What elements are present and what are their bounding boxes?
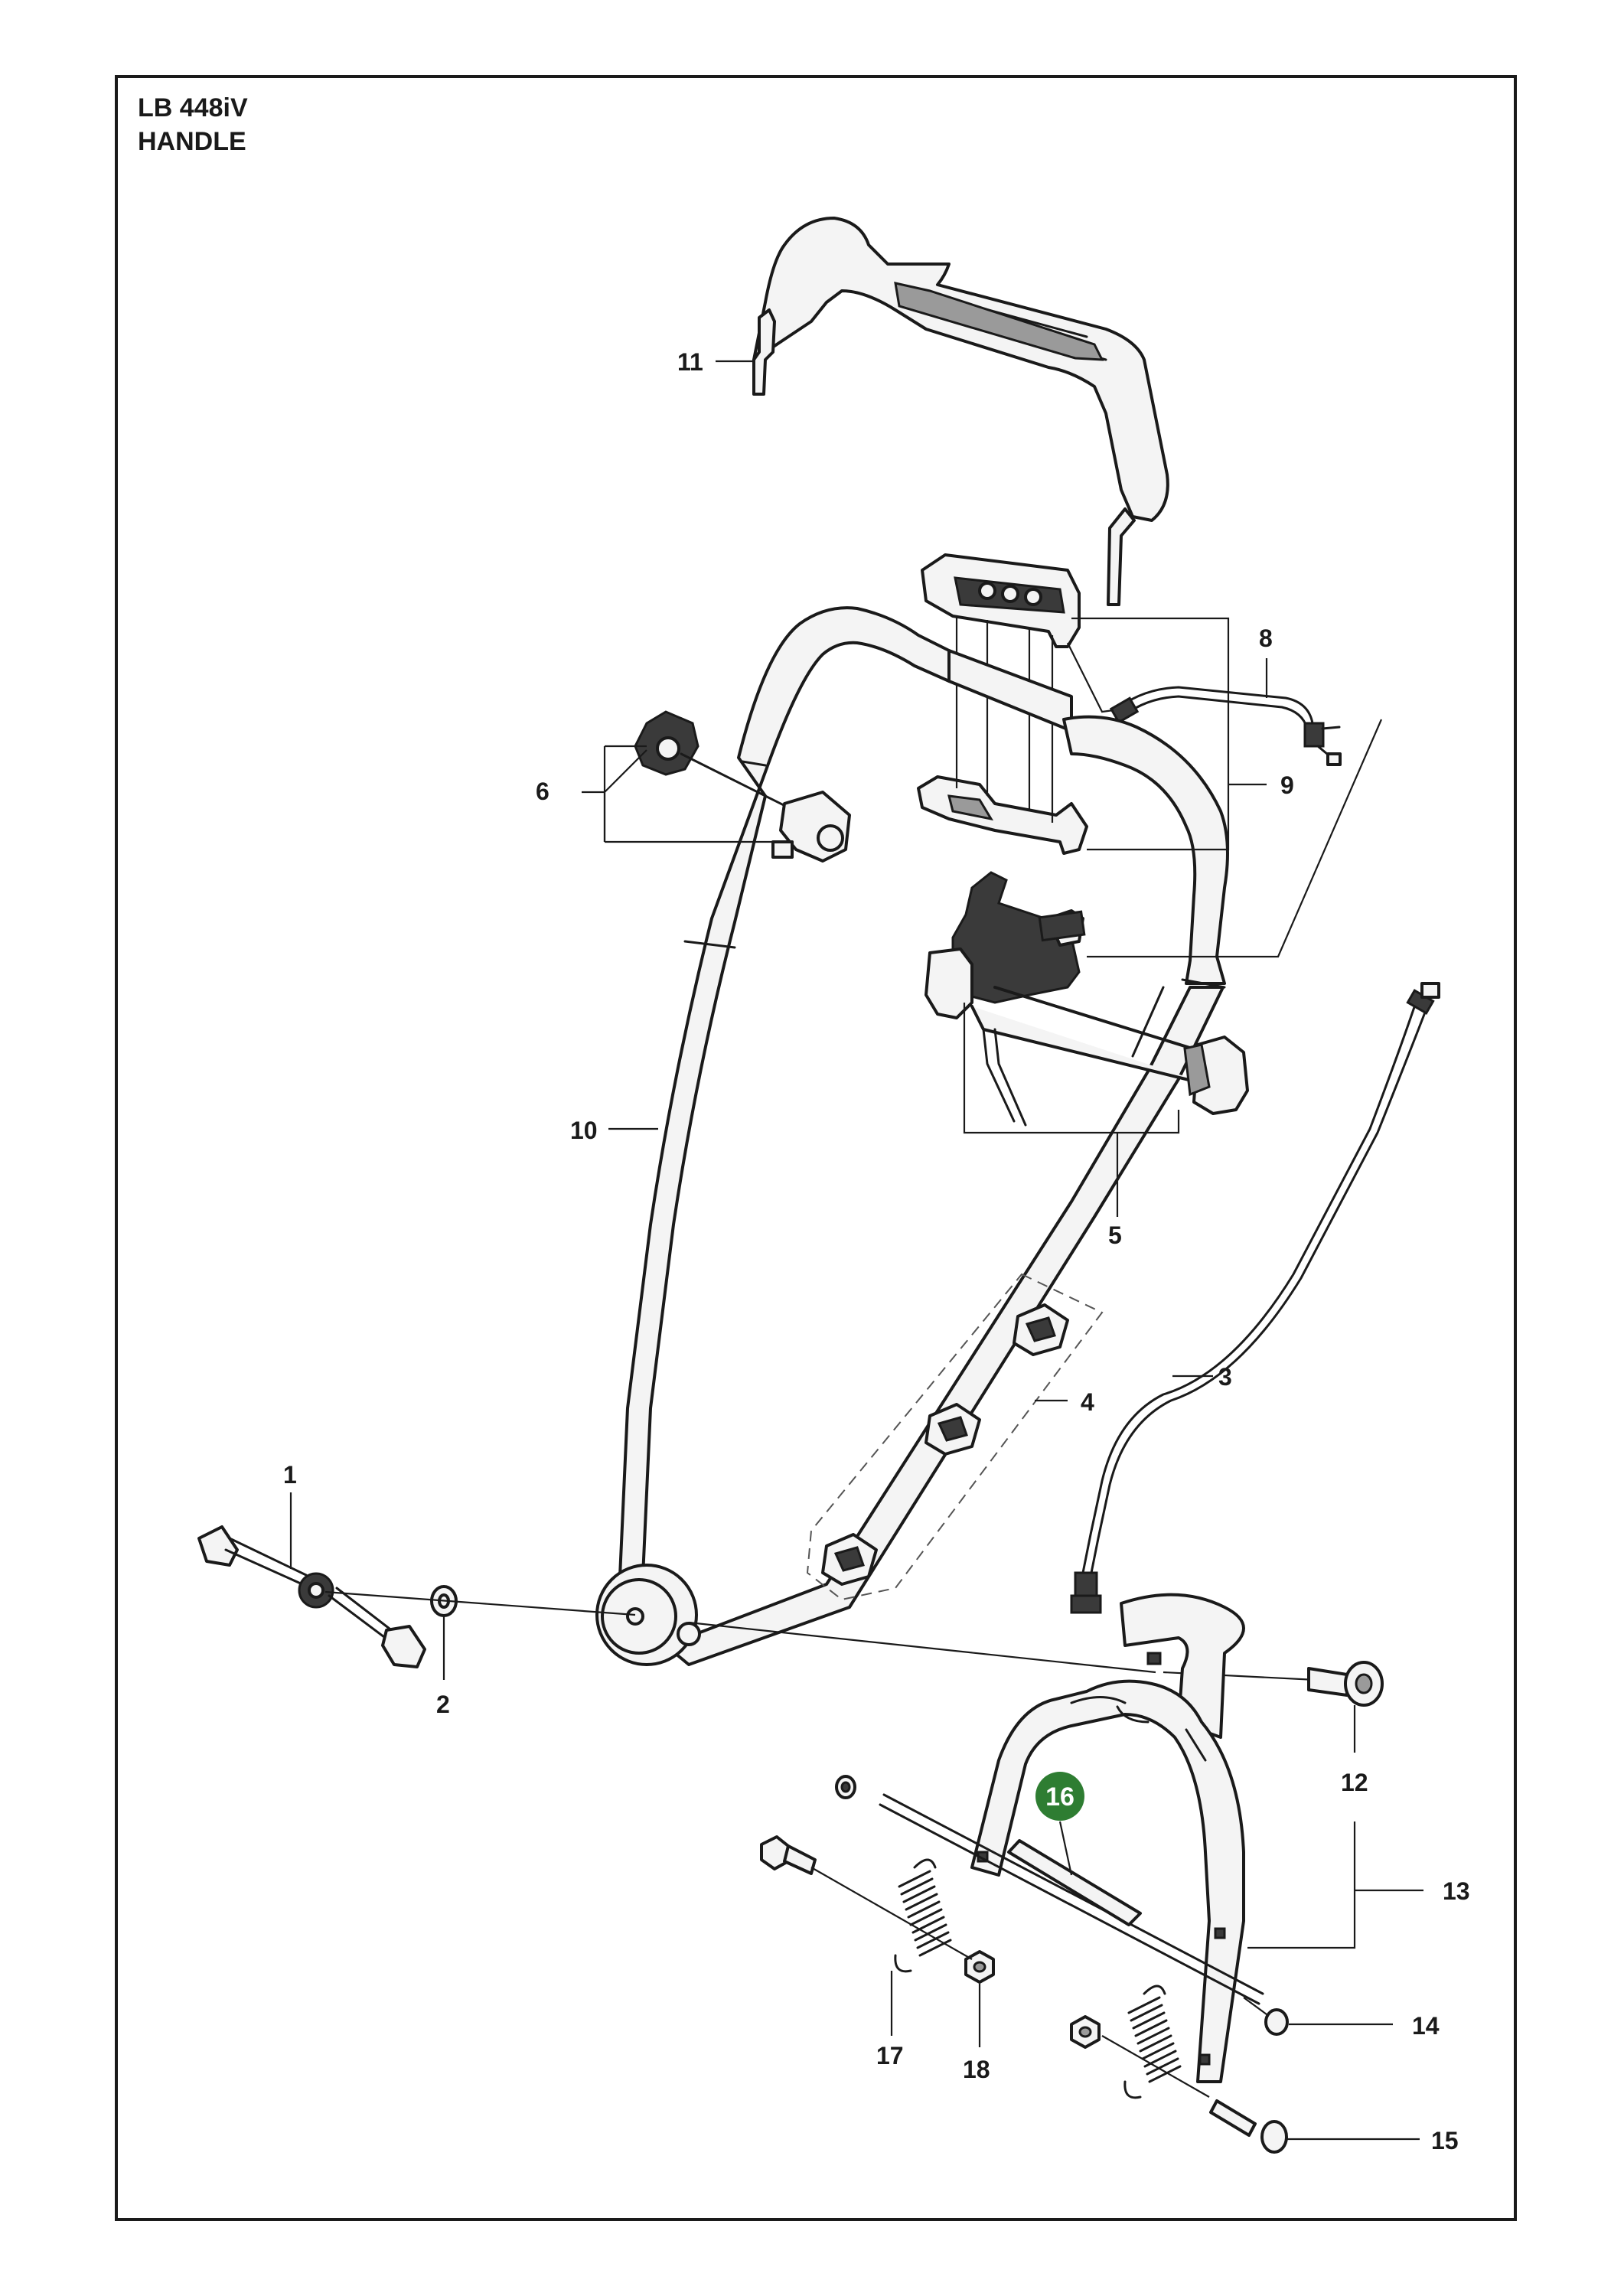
callout-16: 16 xyxy=(1045,1782,1075,1812)
part-11-upper-handle[interactable] xyxy=(752,217,1169,606)
highlighted-callout-16[interactable]: 16 xyxy=(1035,1772,1084,1821)
section-title: HANDLE xyxy=(138,127,246,156)
callout-12: 12 xyxy=(1341,1769,1368,1796)
part-14-end-cap[interactable] xyxy=(1243,1997,1289,2036)
callout-17: 17 xyxy=(876,2042,904,2069)
callout-11: 11 xyxy=(677,348,703,376)
part-18-lock-nut[interactable] xyxy=(964,1950,1101,2049)
callout-2: 2 xyxy=(436,1691,450,1718)
hex-bolt-left xyxy=(760,1835,973,1960)
part-17-springs[interactable] xyxy=(894,1858,1182,2099)
part-6-knob-clamp[interactable] xyxy=(634,710,851,863)
clip-3 xyxy=(821,1533,878,1586)
part-10-main-handle-tube[interactable] xyxy=(595,606,1229,1666)
part-16-tube-rod[interactable] xyxy=(835,1775,1264,2005)
callout-15: 15 xyxy=(1431,2127,1459,2154)
callout-6: 6 xyxy=(536,778,549,805)
part-15-carriage-bolt[interactable] xyxy=(1101,2035,1288,2154)
callout-18: 18 xyxy=(963,2056,990,2083)
callout-13: 13 xyxy=(1443,1877,1470,1905)
model-title: LB 448iV xyxy=(138,93,248,122)
part-9-display-housing[interactable] xyxy=(917,553,1088,855)
diagram-frame xyxy=(115,75,1517,2221)
callout-3: 3 xyxy=(1218,1363,1232,1391)
callout-14: 14 xyxy=(1412,2012,1440,2040)
highlight-badge xyxy=(1035,1772,1084,1821)
part-4-cable-clips[interactable] xyxy=(806,1273,1104,1601)
part-3-throttle-cable[interactable] xyxy=(1070,982,1440,1614)
clip-2 xyxy=(925,1403,981,1456)
clip-1 xyxy=(1013,1303,1069,1356)
callout-10: 10 xyxy=(570,1117,598,1144)
callout-4: 4 xyxy=(1081,1388,1094,1416)
part-5-trigger-housing[interactable] xyxy=(925,871,1249,1127)
part-1-pivot-knob-assembly[interactable] xyxy=(197,1525,426,1668)
part-13-lower-bracket[interactable] xyxy=(970,1593,1245,2083)
part-12-flange-bolt[interactable] xyxy=(1307,1661,1384,1707)
callout-9: 9 xyxy=(1280,771,1294,799)
callout-1: 1 xyxy=(283,1461,297,1489)
callout-8: 8 xyxy=(1259,625,1273,652)
callout-5: 5 xyxy=(1108,1221,1122,1249)
part-8-wiring-harness[interactable] xyxy=(1109,686,1342,766)
